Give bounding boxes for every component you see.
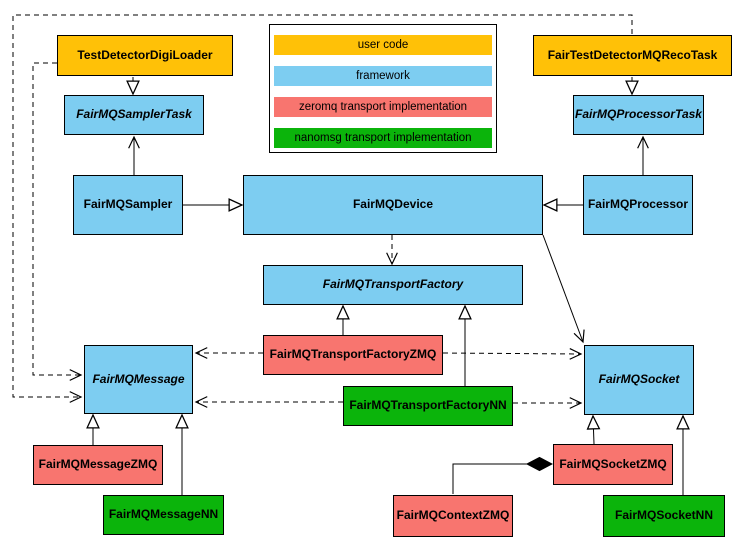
legend-item-user-code: user code [274,35,492,55]
node-fairmqmessagenn: FairMQMessageNN [103,495,224,535]
node-fairmqsocketzmq: FairMQSocketZMQ [553,444,673,485]
node-fairmqprocessortask: FairMQProcessorTask [573,95,704,135]
node-fairmqtransportfactory: FairMQTransportFactory [263,265,523,305]
node-fairmqsocket: FairMQSocket [584,345,694,415]
node-fairmqsampler: FairMQSampler [73,175,183,235]
node-fairmqtransportfactorynn: FairMQTransportFactoryNN [343,386,513,426]
edge-recotask-depends-message [12,14,633,403]
node-fairmqsamplertask: FairMQSamplerTask [64,95,204,135]
node-fairmqdevice: FairMQDevice [243,175,543,235]
legend-item-zeromq: zeromq transport implementation [274,97,492,117]
node-fairtestdetectormqrecotask: FairTestDetectorMQRecoTask [533,35,732,76]
edge-socketzmq-composes-contextzmq [452,464,552,494]
node-fairmqcontextzmq: FairMQContextZMQ [393,495,513,537]
legend-item-framework: framework [274,66,492,86]
node-fairmqtransportfactoryzmq: FairMQTransportFactoryZMQ [263,335,443,375]
edge-digiloader-depends-message [32,62,83,381]
node-fairmqmessagezmq: FairMQMessageZMQ [33,445,163,485]
legend: user code framework zeromq transport imp… [269,24,497,153]
legend-item-nanomsg: nanomsg transport implementation [274,128,492,148]
edge-factoryzmq-depends-socket [442,348,583,360]
edge-socketzmq-inherits-socket [593,416,594,445]
node-fairmqmessage: FairMQMessage [84,345,193,414]
node-fairmqprocessor: FairMQProcessor [583,175,693,235]
edge-device-uses-socket [542,234,585,344]
node-testdetectordigiloader: TestDetectorDigiLoader [57,35,233,76]
node-fairmqsocketnn: FairMQSocketNN [603,495,725,537]
